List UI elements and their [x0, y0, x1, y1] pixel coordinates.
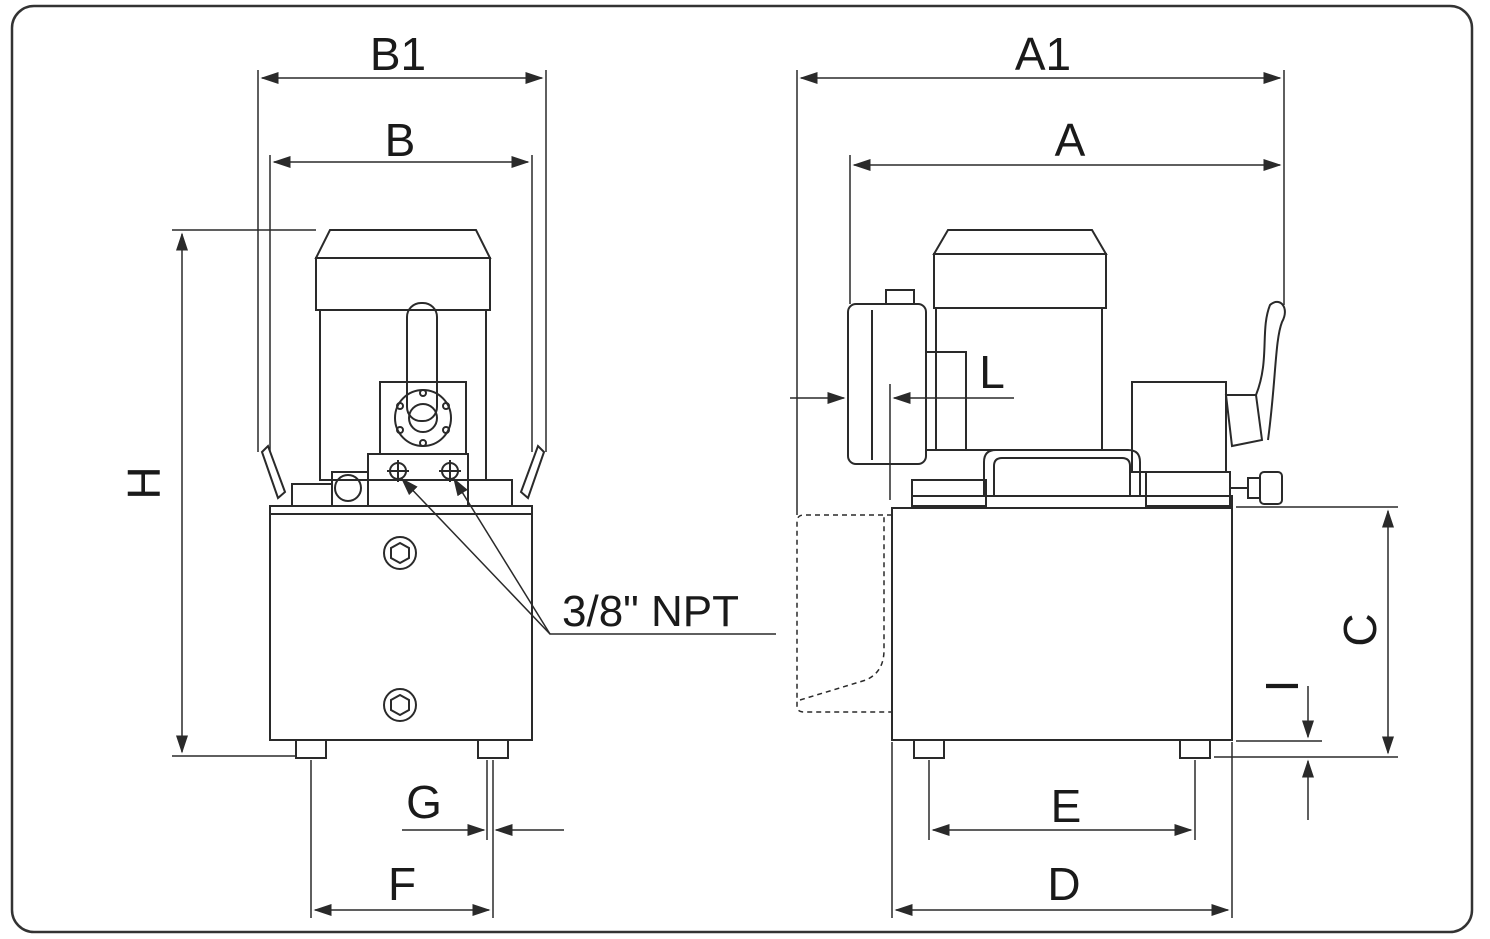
side-dimensions — [790, 70, 1398, 918]
label-b: B — [385, 114, 416, 166]
label-b1: B1 — [370, 28, 426, 80]
label-g: G — [406, 776, 442, 828]
label-i: I — [1256, 680, 1308, 693]
side-tank — [891, 507, 1233, 741]
side-foot-left — [913, 739, 945, 759]
front-valve-hub — [408, 403, 438, 433]
label-d: D — [1047, 858, 1080, 910]
front-left-handle — [260, 444, 287, 500]
front-valve-handle — [406, 302, 438, 422]
side-motor-cap — [933, 253, 1107, 309]
optional-tank-outline — [796, 514, 892, 713]
front-tank — [269, 513, 533, 741]
release-knob — [1247, 477, 1261, 499]
front-valve-block — [379, 381, 467, 455]
front-foot-right — [477, 739, 509, 759]
label-f: F — [388, 858, 416, 910]
front-plug-upper — [383, 536, 417, 570]
side-view — [796, 229, 1286, 759]
front-motor-cap-top — [314, 229, 492, 259]
label-a1: A1 — [1015, 28, 1071, 80]
gauge-mount — [925, 351, 967, 451]
front-motor-cap — [315, 257, 491, 311]
front-dimensions — [172, 70, 776, 918]
front-filler-cap — [334, 474, 362, 502]
carry-handle — [983, 449, 1141, 496]
side-motor-cap-top — [932, 229, 1108, 255]
side-valve-block — [1131, 381, 1227, 473]
front-right-handle — [519, 444, 546, 500]
label-port-size: 3/8" NPT — [562, 587, 739, 636]
front-plug-lower — [383, 688, 417, 722]
front-view — [260, 229, 546, 759]
label-h: H — [118, 466, 170, 499]
side-motor-body — [935, 307, 1103, 451]
front-foot-left — [295, 739, 327, 759]
pressure-gauge — [847, 303, 927, 465]
side-lever-base — [1224, 394, 1264, 448]
side-foot-right — [1179, 739, 1211, 759]
gauge-top-knob — [885, 289, 915, 305]
front-top-plate — [269, 505, 533, 515]
side-lever-handle — [1255, 300, 1286, 441]
label-c: C — [1334, 613, 1386, 646]
front-valve-flange — [394, 389, 452, 447]
label-e: E — [1051, 780, 1082, 832]
side-manifold — [1145, 471, 1231, 507]
label-l: L — [979, 346, 1005, 398]
label-a: A — [1055, 114, 1086, 166]
outer-border — [10, 4, 1474, 934]
